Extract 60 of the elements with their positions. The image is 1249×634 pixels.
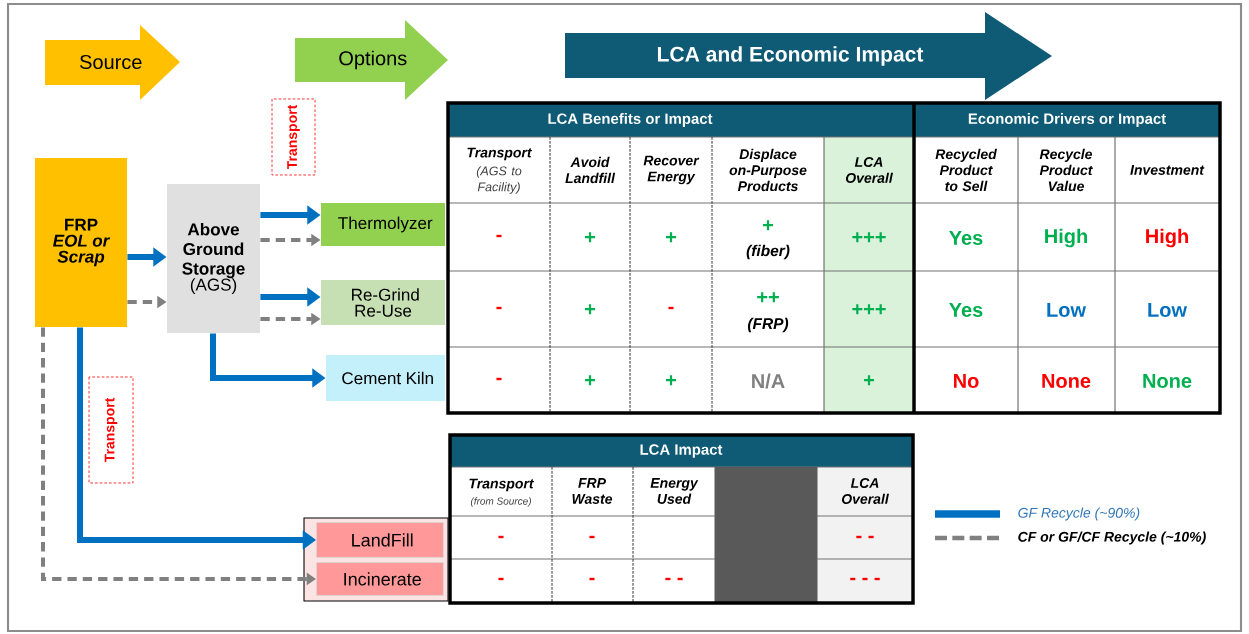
cell-value: - — [668, 306, 674, 310]
cell-value: - — [589, 535, 595, 539]
storage-box: Above Ground Storage (AGS) — [167, 184, 260, 333]
cell-value: + — [864, 375, 875, 386]
cell-value: + — [585, 375, 596, 386]
column-heading: Recycle Product Value — [1039, 148, 1093, 192]
cell-note: (fiber) — [746, 244, 790, 260]
cell-value: - — [589, 577, 595, 581]
cell-value: - - — [856, 535, 874, 539]
cell-value: + — [666, 375, 677, 386]
cell-value: - — [496, 234, 502, 238]
cell-value: - - — [665, 577, 683, 581]
column-subheading: (from Source) — [470, 497, 531, 507]
transport-box: Transport — [88, 376, 134, 484]
cell-value: +++ — [852, 232, 886, 243]
option-box: Cement Kiln — [326, 355, 445, 401]
legend-text: GF Recycle (~90%) — [1018, 507, 1140, 521]
table-heading: LCA Impact — [640, 444, 723, 458]
column-heading: Recover Energy — [643, 155, 700, 185]
process-box: FRP EOL or Scrap — [35, 158, 127, 327]
column-heading: Avoid Landfill — [565, 156, 616, 184]
cell-value: Low — [1047, 303, 1087, 317]
cell-value: None — [1042, 374, 1091, 388]
table-heading: Economic Drivers or Impact — [968, 113, 1166, 127]
column-heading: Transport — [469, 478, 535, 492]
column-heading: LCA Overall — [845, 157, 893, 183]
cell-value: High — [1146, 228, 1188, 248]
disposal-box: Incinerate — [316, 562, 444, 596]
column-heading: Displace on-Purpose Products — [729, 148, 807, 192]
cell-value: Yes — [949, 303, 983, 317]
cell-value: - — [498, 577, 504, 581]
column-heading: Transport — [467, 147, 533, 161]
cell-value: None — [1143, 374, 1192, 388]
cell-value: Low — [1148, 303, 1188, 317]
cell-value: High — [1045, 228, 1087, 248]
option-box: Thermolyzer — [321, 203, 445, 246]
cell-value: Yes — [949, 231, 983, 245]
column-heading: FRP Waste — [572, 478, 613, 504]
cell-value: - — [498, 535, 504, 539]
cell-value: ++ — [757, 292, 779, 303]
cell-value: + — [585, 304, 596, 315]
cell-value: - — [496, 377, 502, 381]
disposal-box: LandFill — [316, 522, 444, 558]
column-heading: Energy Used — [650, 478, 699, 504]
cell-value: + — [585, 232, 596, 243]
cell-value: N/A — [752, 373, 785, 389]
option-box: Re-Grind Re-Use — [321, 280, 445, 325]
cell-value: +++ — [852, 304, 886, 315]
column-heading: Recycled Product to Sell — [935, 148, 997, 192]
cell-value: + — [666, 232, 677, 243]
cell-note: (FRP) — [747, 317, 789, 333]
column-heading: LCA Overall — [841, 478, 889, 504]
legend-text: CF or GF/CF Recycle (~10%) — [1018, 531, 1206, 545]
cell-value: - - - — [850, 577, 880, 581]
cell-value: No — [954, 374, 979, 388]
column-subheading: (AGS to Facility) — [476, 166, 522, 194]
cell-value: - — [496, 306, 502, 310]
column-heading: Investment — [1130, 165, 1205, 175]
cell-value: + — [763, 220, 774, 231]
transport-box: Transport — [271, 98, 316, 176]
